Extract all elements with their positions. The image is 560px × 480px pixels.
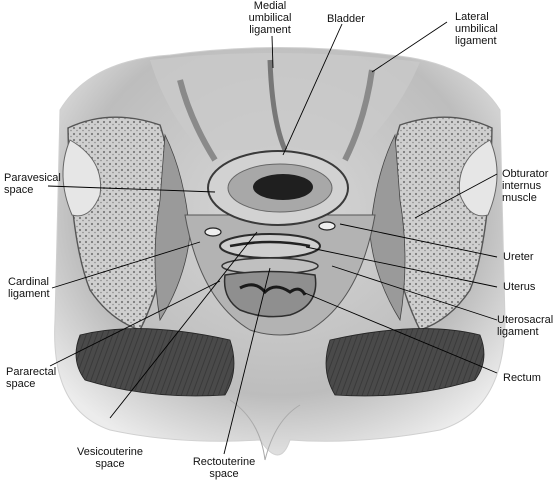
label-line: ligament <box>455 35 497 47</box>
rectum <box>223 270 317 318</box>
label-line: internus <box>502 180 542 192</box>
label-line: muscle <box>502 192 537 204</box>
label-line: Paravesical <box>4 172 61 184</box>
label-uterosacral-ligament: Uterosacral ligament <box>497 314 553 338</box>
label-ureter: Ureter <box>503 251 534 263</box>
label-line: Lateral <box>455 11 489 23</box>
label-pararectal-space: Pararectal space <box>6 366 56 390</box>
label-vesicouterine-space: Vesicouterine space <box>60 446 160 470</box>
label-line: space <box>209 468 239 480</box>
label-line: Obturator <box>502 168 549 180</box>
right-obturator-muscle <box>369 133 406 322</box>
label-line: Cardinal <box>8 276 49 288</box>
label-lateral-umbilical-ligament: Lateral umbilical ligament <box>455 11 498 47</box>
label-medial-umbilical-ligament: Medial umbilical ligament <box>230 0 310 36</box>
label-bladder: Bladder <box>327 13 365 25</box>
label-line: space <box>4 184 34 196</box>
label-line: space <box>95 458 125 470</box>
label-uterus: Uterus <box>503 281 536 293</box>
label-line: umbilical <box>248 12 292 24</box>
label-line: ligament <box>497 326 539 338</box>
label-line: space <box>6 378 36 390</box>
bladder-lumen <box>253 174 313 200</box>
label-line: ligament <box>8 288 50 300</box>
label-rectum: Rectum <box>503 372 541 384</box>
label-line: Medial <box>253 0 287 12</box>
label-line: Rectouterine <box>192 456 256 468</box>
label-line: ligament <box>249 24 291 36</box>
left-gluteal-muscle <box>75 328 235 397</box>
label-line: umbilical <box>455 23 498 35</box>
left-ureter <box>204 227 222 237</box>
left-obturator-muscle <box>154 133 191 322</box>
label-cardinal-ligament: Cardinal ligament <box>8 276 50 300</box>
label-line: Vesicouterine <box>76 446 144 458</box>
label-line: Pararectal <box>6 366 57 378</box>
right-ureter <box>318 221 336 231</box>
label-paravesical-space: Paravesical space <box>4 172 61 196</box>
label-line: Uterosacral <box>497 314 554 326</box>
label-obturator-internus-muscle: Obturator internus muscle <box>502 168 548 204</box>
label-rectouterine-space: Rectouterine space <box>174 456 274 480</box>
right-gluteal-muscle <box>325 328 485 397</box>
